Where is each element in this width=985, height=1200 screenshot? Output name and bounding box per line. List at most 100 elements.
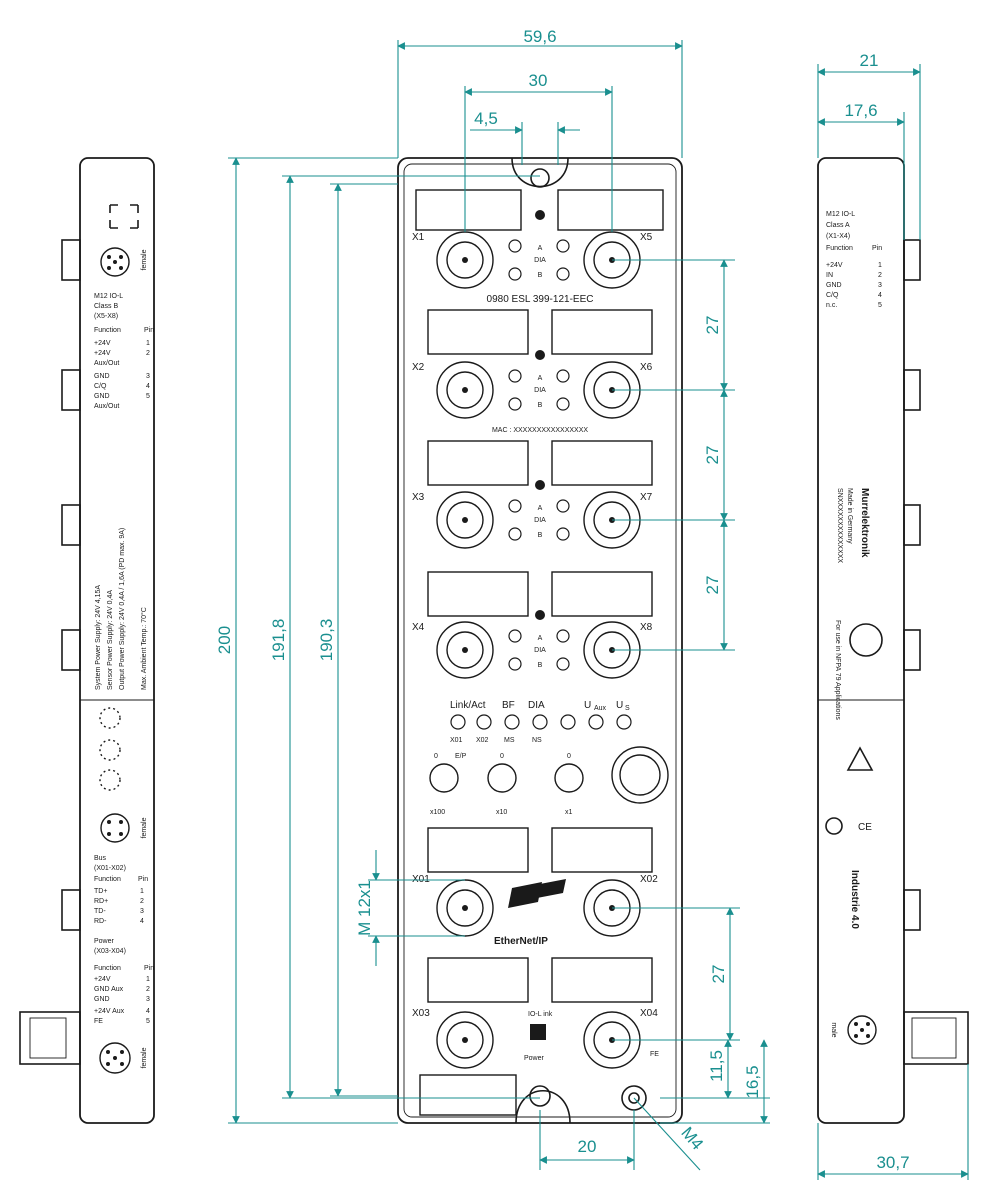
led-dia-4: DIA — [534, 647, 546, 654]
led-x01: X01 — [450, 737, 463, 744]
left-pin-diagram-bus — [100, 813, 130, 843]
left-iol-title-2: Class B — [94, 303, 118, 310]
left-pin-diagram-power — [99, 1042, 131, 1074]
power-pin-0: 1 — [146, 976, 150, 983]
dotted-symbol-1 — [99, 707, 121, 729]
power-pin-3: 4 — [146, 1008, 150, 1015]
dim-side-depth: 21 — [860, 51, 879, 70]
right-func-3: C/Q — [826, 292, 839, 299]
fe-label: FE — [650, 1051, 659, 1058]
port-leds — [508, 239, 570, 671]
dim-pitch-2: 27 — [703, 446, 722, 465]
dim-mount-spacing: 20 — [578, 1137, 597, 1156]
supply-line-4: Max. Ambient Temp.: 70°C — [140, 607, 148, 690]
part-number: 0980 ESL 399-121-EEC — [487, 294, 594, 305]
port-label-x03: X03 — [412, 1008, 430, 1019]
dim-height-total: 200 — [215, 626, 234, 654]
dim-bottom-1: 11,5 — [707, 1050, 726, 1082]
made-in: Made in Germany — [846, 488, 853, 544]
bus-title-2: (X01-X02) — [94, 865, 126, 872]
dim-ground-thread: M4 — [677, 1123, 707, 1153]
male-label: male — [830, 1022, 837, 1037]
io-link-label: IO-L ink — [528, 1011, 553, 1018]
dim-height-2: 191,8 — [269, 619, 288, 662]
ethernet-ip-label: EtherNet/IP — [494, 936, 548, 947]
power-label: Power — [524, 1055, 545, 1062]
led-b-3: B — [538, 532, 543, 539]
right-func-1: IN — [826, 272, 833, 279]
dim-width-total: 59,6 — [523, 27, 556, 46]
power-func-3: +24V Aux — [94, 1008, 125, 1015]
dim-pitch-1: 27 — [703, 316, 722, 335]
dotted-symbol-3 — [99, 769, 121, 791]
port-label-x5: X5 — [640, 232, 653, 243]
led-b-1: B — [538, 272, 543, 279]
brand-name: Murrelektronik — [859, 488, 870, 558]
left-pin-5: 5 — [146, 393, 150, 400]
brand-logo — [508, 879, 566, 908]
nfpa-text: For use in NFPA 79 Applications — [834, 620, 841, 720]
right-side-studs — [903, 239, 969, 1065]
status-dia: DIA — [528, 700, 545, 711]
power-title-1: Power — [94, 938, 115, 945]
power-pin-header: Pin — [144, 965, 154, 972]
right-func-2: GND — [826, 282, 842, 289]
dim-pitch-3: 27 — [703, 576, 722, 595]
right-func-0: +24V — [826, 262, 843, 269]
left-func-3: GND — [94, 373, 110, 380]
rotary-switches — [429, 746, 669, 804]
bottom-mount-hole — [529, 1085, 551, 1107]
port-connectors — [436, 231, 641, 1069]
power-func-2: GND — [94, 996, 110, 1003]
left-iol-title-3: (X5-X8) — [94, 313, 118, 320]
switch-x10: x10 — [496, 809, 507, 816]
mac-address: MAC : XXXXXXXXXXXXXXXX — [492, 427, 588, 434]
ce-mark-icon: CE — [858, 822, 872, 833]
led-dia-1: DIA — [534, 257, 546, 264]
right-pin-3: 4 — [878, 292, 882, 299]
power-func-4: FE — [94, 1018, 103, 1025]
right-pin-2: 3 — [878, 282, 882, 289]
switch-zero-1: 0 — [434, 753, 438, 760]
supply-line-2: Sensor Power Supply: 24V 0,4A — [107, 590, 114, 690]
dim-height-3: 190,3 — [317, 619, 336, 662]
bus-pin-1: 2 — [140, 898, 144, 905]
port-x3 — [436, 491, 494, 549]
dim-side-bottom: 30,7 — [876, 1153, 909, 1172]
led-x02: X02 — [476, 737, 489, 744]
led-b-2: B — [538, 402, 543, 409]
status-bf: BF — [502, 700, 515, 711]
led-ns: NS — [532, 737, 542, 744]
right-side-view: M12 IO-L Class A (X1-X4) Function Pin +2… — [817, 157, 969, 1124]
power-func-0: +24V — [94, 976, 111, 983]
left-side-view: female M12 IO-L Class B (X5-X8) Function… — [19, 157, 155, 1124]
serial-number: SNXXXXXXXXXXXXXX — [836, 488, 843, 563]
switch-zero-3: 0 — [567, 753, 571, 760]
status-u-s: U — [616, 700, 623, 711]
power-pin-4: 5 — [146, 1018, 150, 1025]
power-pin-2: 3 — [146, 996, 150, 1003]
port-label-x2: X2 — [412, 362, 425, 373]
bus-pin-3: 4 — [140, 918, 144, 925]
led-b-4: B — [538, 662, 543, 669]
bottom-mount-lug — [515, 1089, 571, 1124]
left-func-4: C/Q — [94, 383, 107, 390]
left-pin-diagram-top — [100, 247, 130, 277]
right-iol-title-3: (X1-X4) — [826, 233, 850, 240]
bus-pin-header: Pin — [138, 876, 148, 883]
label-windows — [415, 189, 664, 1116]
led-ms: MS — [504, 737, 515, 744]
port-label-x7: X7 — [640, 492, 653, 503]
port-label-x02: X02 — [640, 874, 658, 885]
ul-mark-icon — [849, 623, 883, 657]
front-view: X1 X2 X3 X4 X5 X6 X7 X8 X01 X02 X03 X04 … — [397, 157, 683, 1124]
port-x4 — [436, 621, 494, 679]
status-leds — [450, 714, 632, 730]
switch-x1: x1 — [565, 809, 573, 816]
bus-func-2: TD- — [94, 908, 106, 915]
female-label-power: female — [141, 1047, 148, 1068]
switch-x100: x100 — [430, 809, 445, 816]
left-func-6: Aux/Out — [94, 403, 119, 410]
bus-func-3: RD- — [94, 918, 107, 925]
